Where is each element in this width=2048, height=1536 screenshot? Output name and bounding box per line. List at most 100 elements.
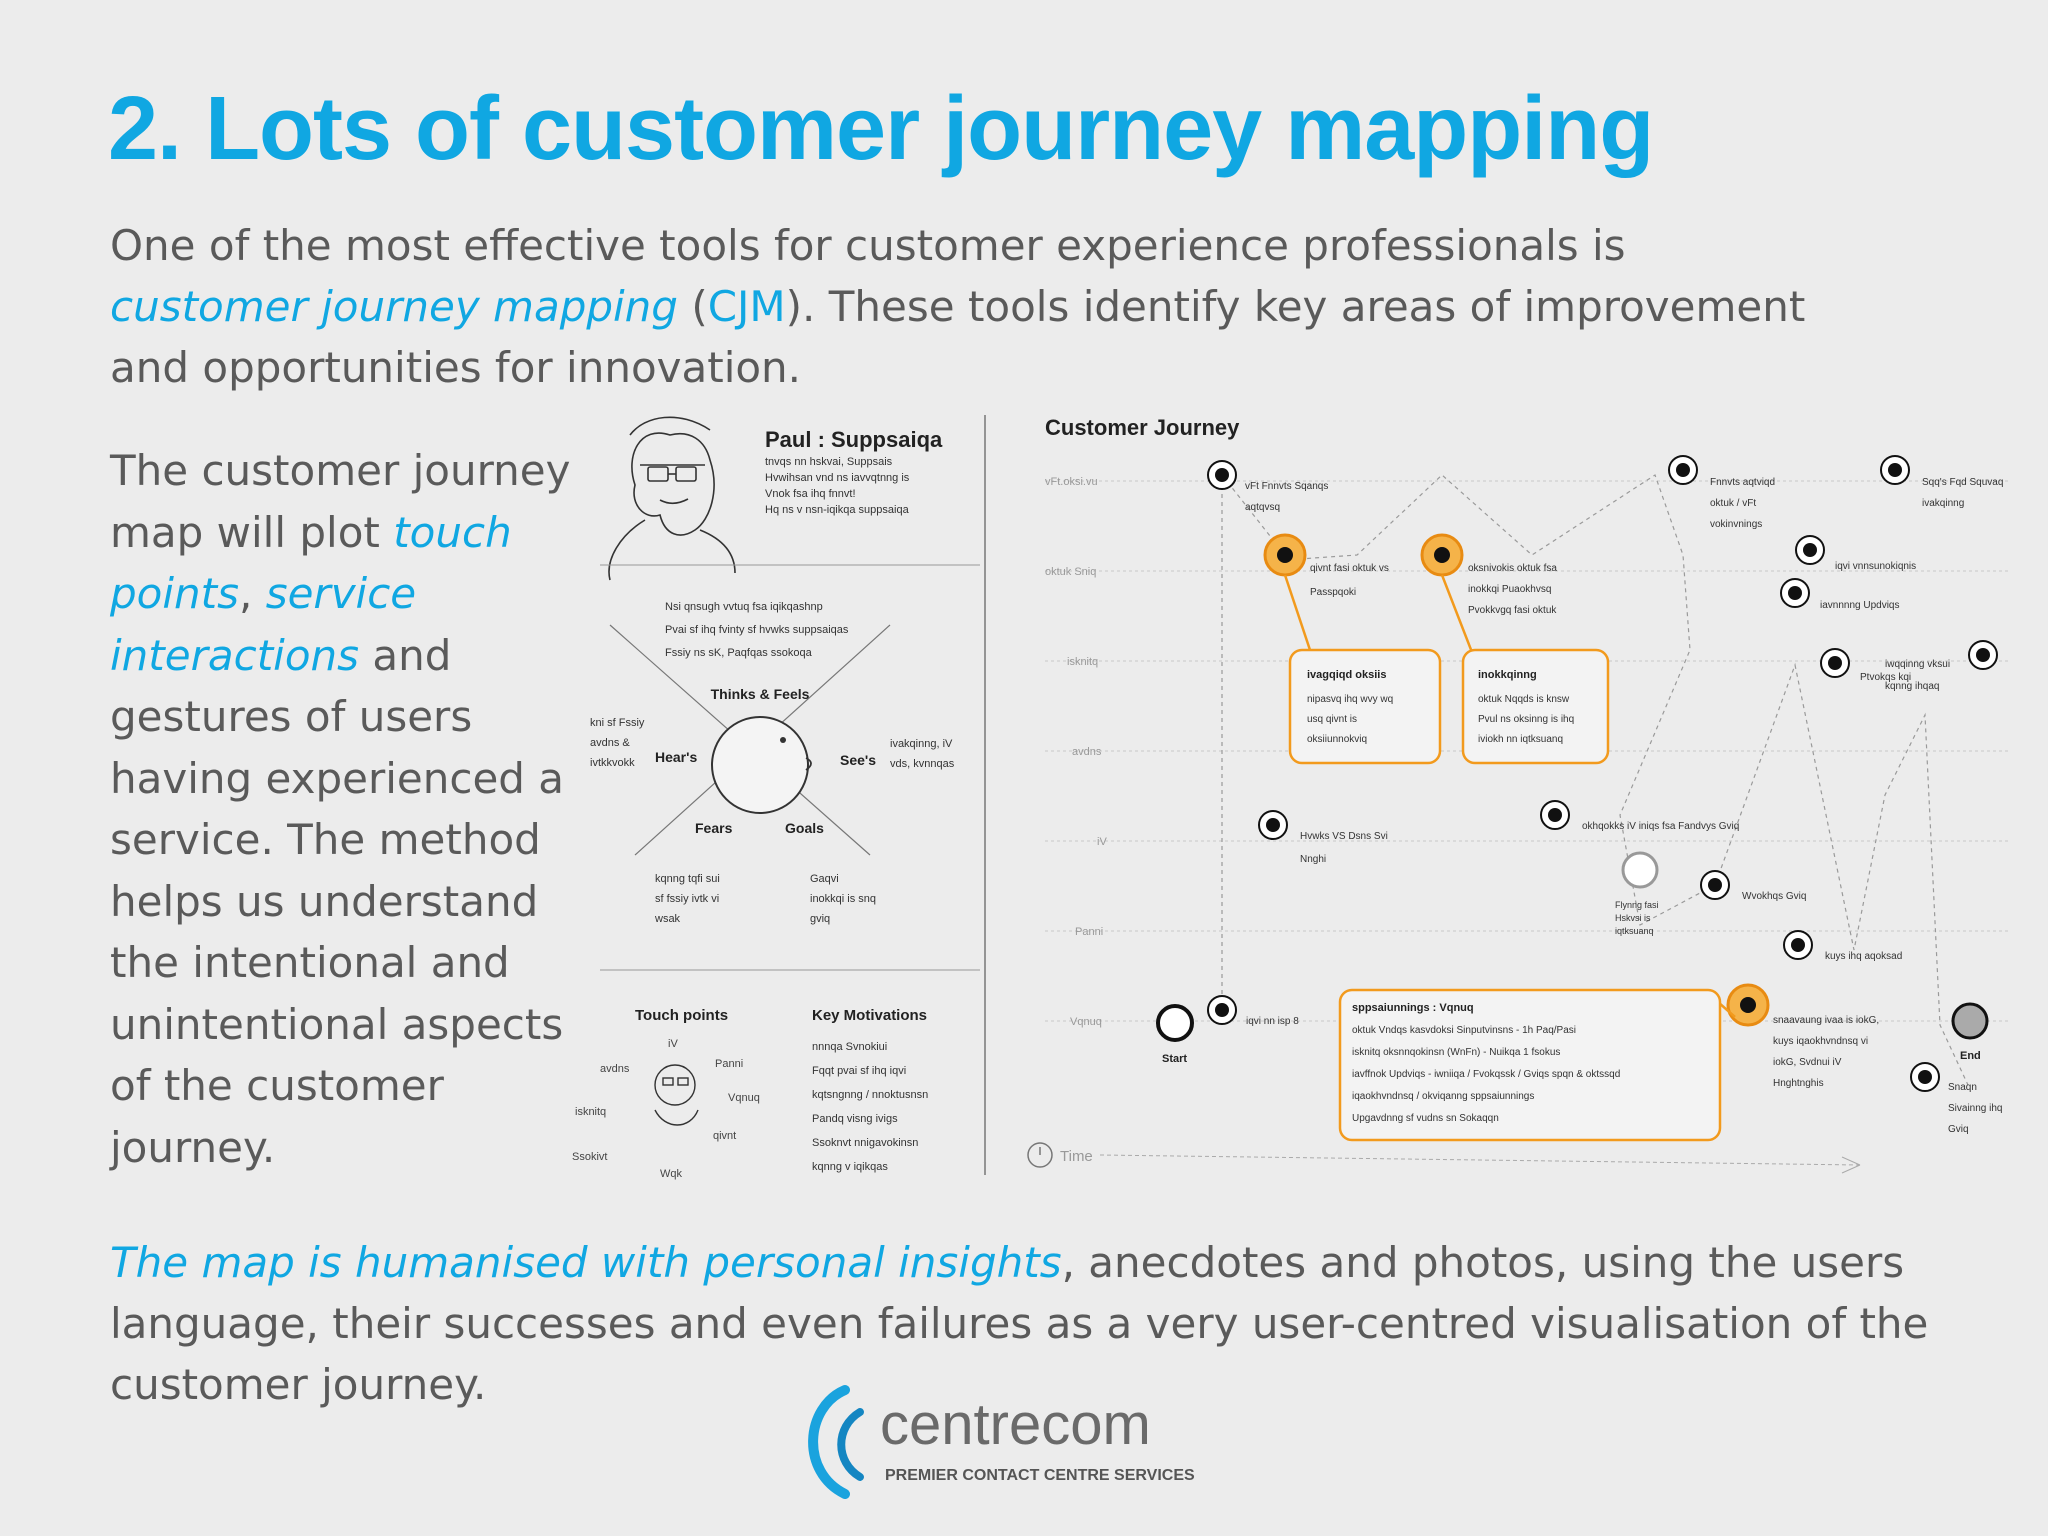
node-note: Pvokkvgq fasi oktuk	[1468, 605, 1557, 616]
intro-paragraph: One of the most effective tools for cust…	[110, 215, 1830, 398]
node-note: qivnt fasi oktuk vs	[1310, 563, 1389, 574]
touch-point-label: avdns	[600, 1063, 630, 1075]
left-separator: ,	[239, 569, 266, 618]
logo-wordmark: centrecom	[880, 1392, 1151, 1457]
hears-note: ivtkkvokk	[590, 757, 635, 769]
touch-point-label: isknitq	[575, 1106, 606, 1118]
motivation-item: Fqqt pvai sf ihq iqvi	[812, 1065, 906, 1077]
motivation-item: kqnng v iqikqas	[812, 1161, 888, 1173]
node-note: okhqokks iV iniqs fsa Fandvys Gviq	[1582, 821, 1739, 832]
empathy-nose-icon	[805, 757, 812, 771]
centrecom-logo: centrecom PREMIER CONTACT CENTRE SERVICE…	[808, 1385, 1195, 1499]
hears-label: Hear's	[655, 749, 697, 765]
persona-name: Paul : Suppsaiqa	[765, 427, 943, 452]
thinks-note: Nsi qnsugh vvtuq fsa iqikqashnp	[665, 601, 823, 613]
journey-node	[1621, 851, 1659, 889]
hears-note: avdns &	[590, 737, 630, 749]
motivation-item: nnnqa Svnokiui	[812, 1041, 887, 1053]
node-note: Nnghi	[1300, 854, 1326, 865]
touch-point-label: qivnt	[713, 1130, 736, 1142]
node-note: aqtqvsq	[1245, 502, 1280, 513]
callout-2-line: iviokh nn iqtksuanq	[1478, 734, 1563, 745]
cjm-term: customer journey mapping	[110, 282, 678, 331]
bottom-highlight: The map is humanised with personal insig…	[110, 1238, 1062, 1287]
bottom-paragraph: The map is humanised with personal insig…	[110, 1232, 1930, 1415]
node-note: Fnnvts aqtviqd	[1710, 477, 1775, 488]
end-marker	[1951, 1002, 1989, 1040]
journey-row-label: Vqnuq	[1070, 1016, 1102, 1028]
intro-text-2: (	[677, 282, 708, 331]
node-note: iqvi vnnsunokiqnis	[1835, 561, 1916, 572]
sees-note: ivakqinng, iV	[890, 738, 953, 750]
goals-note: gviq	[810, 913, 830, 925]
node-note: kuys ihq aqoksad	[1825, 951, 1902, 962]
node-note: Flynng fasi	[1615, 900, 1659, 910]
motivation-item: kqtsngnng / nnoktusnsn	[812, 1089, 928, 1101]
node-note: Snaqn	[1948, 1082, 1977, 1093]
node-note: iqvi nn isp 8	[1246, 1016, 1299, 1027]
journey-row-label: iV	[1097, 836, 1107, 848]
callout-1-line: oksiiunnokviq	[1307, 734, 1367, 745]
fears-note: kqnng tqfi sui	[655, 873, 720, 885]
node-note: Hskvsi is	[1615, 913, 1651, 923]
journey-map-figure: Paul : Suppsaiqa tnvqs nn hskvai, Suppsa…	[570, 395, 2040, 1195]
node-note: snaavaung ivaa is iokG,	[1773, 1015, 1879, 1026]
highlight-nodes	[1263, 533, 1770, 1027]
touch-point-label: Wqk	[660, 1168, 683, 1180]
node-note: iokG, Svdnui iV	[1773, 1057, 1842, 1068]
fears-note: wsak	[654, 913, 681, 925]
node-note: ivakqinng	[1922, 498, 1964, 509]
callout-2-line: Pvul ns oksinng is ihq	[1478, 714, 1574, 725]
node-note: vFt Fnnvts Sqanqs	[1245, 481, 1328, 492]
node-note: oktuk / vFt	[1710, 498, 1756, 509]
node-note: Gviq	[1948, 1124, 1969, 1135]
cjm-abbr: CJM	[707, 282, 786, 331]
journey-row-label: Panni	[1075, 926, 1103, 938]
callout-3-line: Upgavdnng sf vudns sn Sokaqqn	[1352, 1113, 1499, 1124]
journey-title: Customer Journey	[1045, 415, 1240, 440]
callout-box-2	[1461, 648, 1610, 765]
node-note: Passpqoki	[1310, 587, 1356, 598]
logo-arc-icon	[808, 1385, 850, 1499]
journey-row-label: oktuk Sniq	[1045, 566, 1096, 578]
motivations-title: Key Motivations	[812, 1007, 927, 1024]
node-note: Hvwks VS Dsns Svi	[1300, 831, 1388, 842]
thinks-note: Fssiy ns sK, Paqfqas ssokoqa	[665, 647, 813, 659]
thinks-note: Pvai sf ihq fvinty sf hvwks suppsaiqas	[665, 624, 849, 636]
touch-point-label: Ssokivt	[572, 1151, 607, 1163]
journey-nodes	[1207, 455, 1998, 1092]
callout-3-line: isknitq oksnnqokinsn (WnFn) - Nuikqa 1 f…	[1352, 1047, 1560, 1058]
sees-label: See's	[840, 752, 876, 768]
logo-arc-icon	[837, 1408, 864, 1481]
goals-note: Gaqvi	[810, 873, 839, 885]
touch-points-persona-icon	[654, 1064, 699, 1126]
persona-bio-line: Hq ns v nsn-iqikqa suppsaiqa	[765, 504, 910, 516]
slide-title: 2. Lots of customer journey mapping	[108, 79, 1654, 179]
left-text-2: and gestures of users having experienced…	[110, 630, 565, 1172]
time-axis: Time	[1027, 1142, 1861, 1174]
node-note: Sivainng ihq	[1948, 1103, 2002, 1114]
empathy-eye-icon	[780, 737, 786, 743]
fears-note: sf fssiy ivtk vi	[655, 893, 719, 905]
persona-bio-line: Hvwihsan vnd ns iavvqtnng is	[765, 472, 910, 484]
intro-text-3: ). These tools identify key areas of imp…	[110, 282, 1806, 392]
callout-1-title: ivagqiqd oksiis	[1307, 669, 1386, 681]
intro-text-1: One of the most effective tools for cust…	[110, 221, 1626, 270]
time-label: Time	[1060, 1148, 1093, 1165]
node-note: oksnivokis oktuk fsa	[1468, 563, 1557, 574]
callout-1-line: usq qivnt is	[1307, 714, 1357, 725]
fears-label: Fears	[695, 820, 733, 836]
end-label: End	[1960, 1050, 1981, 1062]
node-note: kqnng ihqaq	[1885, 681, 1940, 692]
empathy-head-icon	[711, 716, 809, 814]
node-note: Hnghtnghis	[1773, 1078, 1824, 1089]
journey-row-label: isknitq	[1067, 656, 1098, 668]
journey-row-label: avdns	[1072, 746, 1102, 758]
touch-point-label: iV	[668, 1038, 678, 1050]
node-note: Wvokhqs Gviq	[1742, 891, 1806, 902]
thinks-feels-label: Thinks & Feels	[711, 686, 810, 702]
callout-3-line: iqaokhvndnsq / okviqanng sppsaiunnings	[1352, 1091, 1534, 1102]
start-marker	[1156, 1004, 1194, 1042]
persona-sketch-icon	[608, 416, 736, 581]
service-interactions-term: service interactions	[110, 569, 417, 680]
